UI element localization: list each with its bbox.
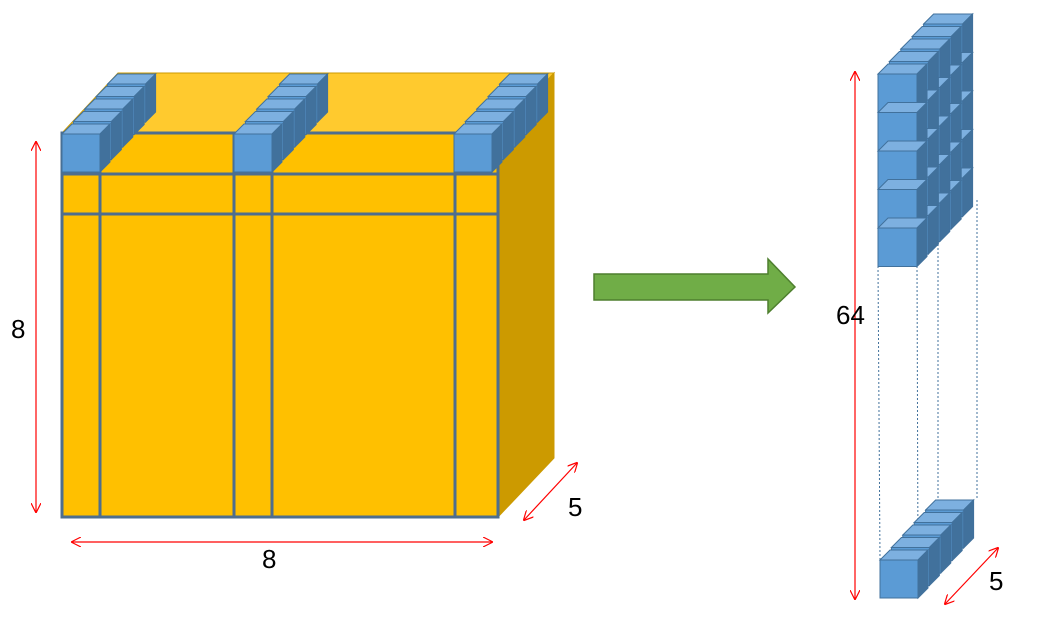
cube-front-face [60, 131, 500, 519]
voxel [878, 548, 930, 600]
voxel-front-face [61, 133, 101, 173]
left-width-label: 8 [262, 544, 277, 574]
left-height-label: 8 [11, 314, 26, 344]
reshaped-voxel-stack-top [876, 12, 974, 268]
voxel-front-face [877, 227, 918, 267]
voxel [452, 122, 504, 174]
dotted-guide-line [877, 265, 881, 561]
voxel-front-face [453, 133, 493, 173]
stack-depth-dimension-arrow [945, 548, 998, 604]
cube-grid-lines [62, 131, 498, 517]
voxel-front-face [879, 559, 919, 599]
right-depth-label: 5 [989, 566, 1004, 596]
stack-dotted-guides [877, 200, 978, 561]
voxel-front-face [233, 133, 273, 173]
dotted-guide-line [916, 265, 919, 561]
voxel [60, 122, 112, 174]
arrow-right-icon [593, 257, 797, 315]
cube-voxel-columns [60, 72, 549, 174]
voxel [232, 122, 284, 174]
feature-cube [60, 71, 556, 519]
depth-dimension-arrow [524, 463, 577, 520]
left-depth-label: 5 [568, 492, 583, 522]
right-height-label: 64 [836, 300, 865, 330]
reshaped-voxel-stack-bottom [878, 498, 975, 600]
voxel [876, 216, 929, 268]
